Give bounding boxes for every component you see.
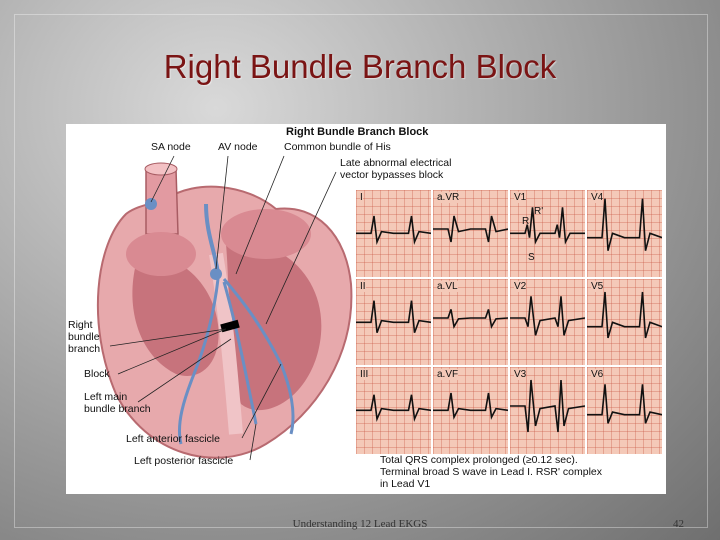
ecg-trace-svg <box>510 367 585 454</box>
right-bundle-branch <box>177 278 220 445</box>
ecg-trace <box>356 216 431 242</box>
ecg-lead-v4: V4 <box>587 190 662 277</box>
ecg-lead-label: V5 <box>591 280 604 292</box>
sa-node-marker <box>145 198 157 210</box>
ecg-trace <box>433 309 508 326</box>
caption-line-3: in Lead V1 <box>380 478 431 490</box>
ecg-trace-svg <box>510 190 585 277</box>
ecg-lead-label: a.VF <box>437 369 459 381</box>
ecg-trace-svg <box>433 190 508 277</box>
ecg-lead-avr: a.VR <box>433 190 508 277</box>
slide-footer: Understanding 12 Lead EKGS <box>292 518 428 530</box>
ecg-lead-v2: V2 <box>510 278 585 366</box>
left-anterior-fascicle-path <box>222 278 295 435</box>
late-abnormal-label-1: Late abnormal electrical <box>340 157 452 169</box>
ecg-trace-svg <box>587 367 662 454</box>
ecg-lead-avl: a.VL <box>433 278 508 366</box>
late-abnormal-label-2: vector bypasses block <box>340 169 444 181</box>
slide-title: Right Bundle Branch Block <box>163 48 557 85</box>
ecg-lead-label: V3 <box>514 369 527 381</box>
page-number: 42 <box>673 518 684 530</box>
ecg-trace <box>510 296 585 335</box>
slide-frame <box>14 14 708 528</box>
av-node-label: AV node <box>218 141 258 153</box>
left-posterior-fascicle-path <box>222 281 258 425</box>
ecg-trace-svg <box>356 190 431 277</box>
figure-caption: Total QRS complex prolonged (≥0.12 sec).… <box>380 454 660 490</box>
ecg-trace <box>587 292 662 338</box>
ecg-lead-v3: V3 <box>510 367 585 454</box>
ecg-trace <box>510 207 585 242</box>
v1-s-label: S <box>528 252 535 263</box>
ecg-trace-svg <box>433 279 508 366</box>
ecg-trace-svg <box>433 367 508 454</box>
right-atrium <box>126 232 196 276</box>
left-main-label-2: bundle branch <box>84 403 151 415</box>
ecg-lead-label: a.VR <box>437 192 460 203</box>
caption-line-1: Total QRS complex prolonged (≥0.12 sec). <box>380 454 578 466</box>
ecg-trace <box>356 300 431 332</box>
ecg-lead-ii: II <box>356 278 431 366</box>
sa-node-label: SA node <box>151 141 191 153</box>
ecg-lead-label: a.VL <box>437 280 458 292</box>
ecg-trace-svg <box>356 279 431 366</box>
ecg-trace <box>510 380 585 432</box>
ecg-lead-v6: V6 <box>587 367 662 454</box>
ecg-trace-svg <box>587 190 662 277</box>
ecg-trace <box>587 385 662 424</box>
ecg-trace-svg <box>356 367 431 454</box>
ecg-lead-iii: III <box>356 367 431 454</box>
ecg-trace <box>433 393 508 417</box>
right-bundle-label-3: branch <box>68 343 101 355</box>
aorta-opening <box>144 162 178 176</box>
ecg-lead-v1: V1 <box>510 190 585 277</box>
ecg-lead-label: V6 <box>591 369 604 381</box>
ecg-lead-label: V1 <box>514 192 527 203</box>
v1-r-prime-label: R' <box>534 206 544 217</box>
ecg-lead-v5: V5 <box>587 278 662 366</box>
ecg-lead-i: I <box>356 190 431 277</box>
ecg-trace <box>587 199 662 251</box>
leader-lines <box>109 155 337 461</box>
left-anterior-label: Left anterior fascicle <box>126 433 220 445</box>
left-main-label-1: Left main <box>84 391 128 403</box>
v1-r-label: R <box>522 216 530 227</box>
block-label: Block <box>84 368 110 380</box>
ecg-lead-label: II <box>360 280 366 292</box>
right-ventricle <box>132 257 219 376</box>
right-bundle-label-1: Right <box>68 319 93 331</box>
av-node-marker <box>210 268 222 280</box>
ecg-trace <box>433 216 508 242</box>
caption-line-2: Terminal broad S wave in Lead I. RSR' co… <box>380 466 603 478</box>
left-posterior-label: Left posterior fascicle <box>134 455 234 467</box>
left-atrium <box>221 209 311 259</box>
figure-title: Right Bundle Branch Block <box>286 126 429 138</box>
ecg-trace-svg <box>587 279 662 366</box>
left-ventricle <box>226 242 322 411</box>
ecg-lead-label: I <box>360 192 363 203</box>
ecg-lead-label: V2 <box>514 280 527 292</box>
rbbb-figure: Right Bundle Branch Block <box>66 124 666 494</box>
ecg-trace <box>356 395 431 419</box>
ecg-lead-label: V4 <box>591 192 604 203</box>
right-bundle-label-2: bundle <box>68 331 100 343</box>
ecg-lead-avf: a.VF <box>433 367 508 454</box>
heart-illustration <box>96 155 353 461</box>
common-bundle-label: Common bundle of His <box>284 141 391 153</box>
ecg-lead-label: III <box>360 369 369 381</box>
ecg-trace-svg <box>510 279 585 366</box>
